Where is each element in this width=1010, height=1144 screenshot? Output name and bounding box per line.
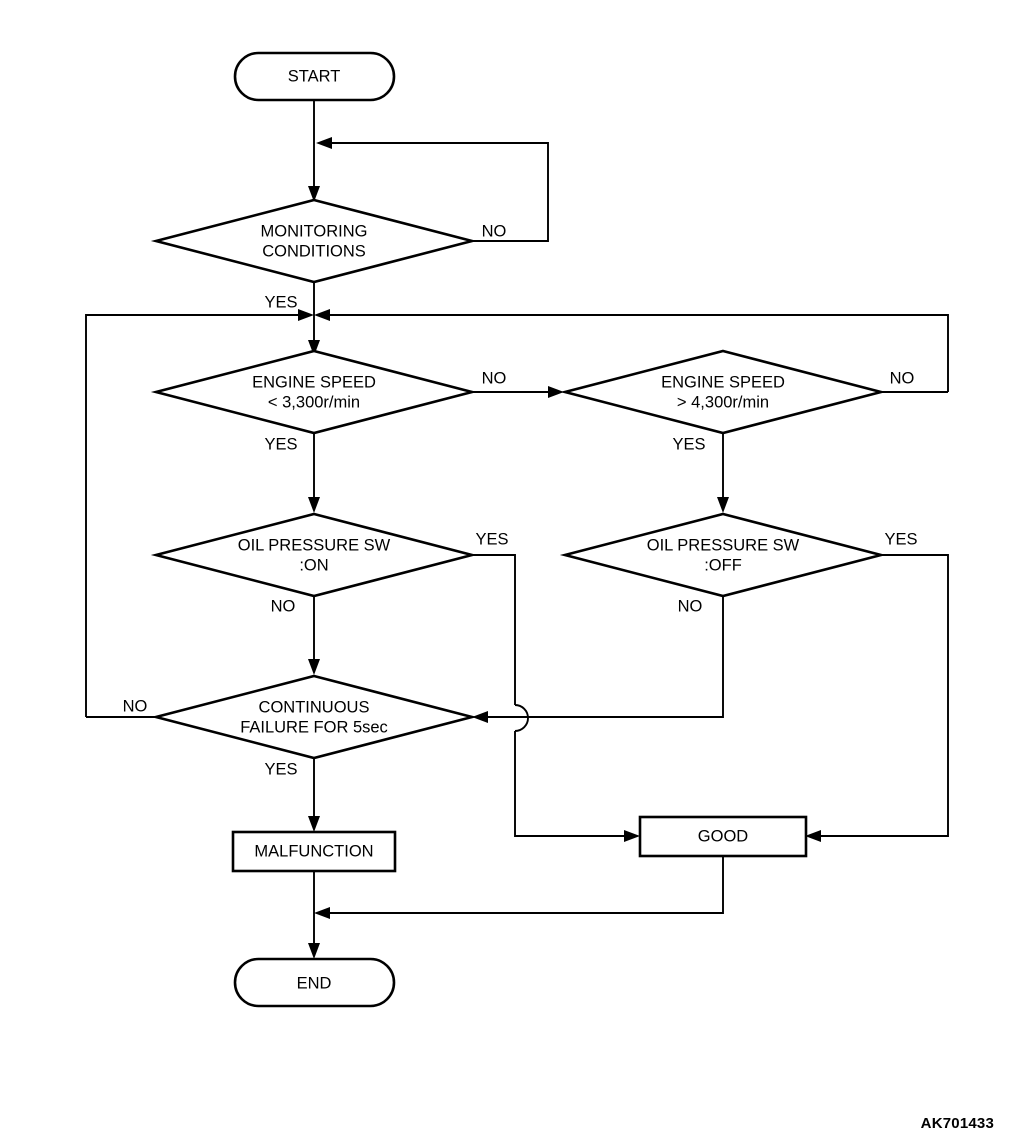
node-monitoring-conditions-label-line2: CONDITIONS xyxy=(262,242,366,260)
edge-label-swoff-yes: YES xyxy=(884,530,917,548)
node-good-label: GOOD xyxy=(698,827,749,845)
edge-label-speedhigh-yes: YES xyxy=(672,435,705,453)
arrowhead-speedlow-no xyxy=(548,386,564,398)
line-hop-swon-yes xyxy=(514,704,529,732)
node-engine-speed-high[interactable] xyxy=(559,349,887,435)
edge-label-swon-no: NO xyxy=(271,597,296,615)
node-continuous-failure[interactable] xyxy=(150,674,478,760)
node-engine-speed-low[interactable] xyxy=(150,349,478,435)
node-continuous-failure-label-line1: CONTINUOUS xyxy=(259,698,370,716)
node-oil-pressure-sw-off-label-line2: :OFF xyxy=(704,556,742,574)
node-malfunction[interactable] xyxy=(231,830,397,873)
edge-label-contfail-no: NO xyxy=(123,697,148,715)
edge-monitoring-no-loop xyxy=(322,142,549,242)
node-start-label: START xyxy=(288,67,341,85)
node-start[interactable] xyxy=(233,51,396,102)
node-good[interactable] xyxy=(638,815,808,858)
arrowhead-monitoring-no-loop xyxy=(316,137,332,149)
node-monitoring-conditions-label-line1: MONITORING xyxy=(261,222,368,240)
node-oil-pressure-sw-on-label-line2: :ON xyxy=(299,556,328,574)
node-continuous-failure-label-line2: FAILURE FOR 5sec xyxy=(240,718,388,736)
node-end[interactable] xyxy=(233,957,396,1008)
edge-label-speedlow-yes: YES xyxy=(264,435,297,453)
node-engine-speed-high-label-line1: ENGINE SPEED xyxy=(661,373,785,391)
edge-label-contfail-yes: YES xyxy=(264,760,297,778)
edge-label-swon-yes: YES xyxy=(475,530,508,548)
arrowhead-swon-no xyxy=(308,659,320,675)
node-end-label: END xyxy=(297,974,332,992)
edge-swoff-yes xyxy=(813,554,949,837)
edge-label-swoff-no: NO xyxy=(678,597,703,615)
node-engine-speed-low-label-line2: < 3,300r/min xyxy=(268,393,360,411)
edge-swoff-no xyxy=(480,596,724,718)
edge-label-speedlow-no: NO xyxy=(482,369,507,387)
edge-swon-yes-a xyxy=(472,554,516,705)
arrowhead-start-to-monitoring xyxy=(308,186,320,202)
node-engine-speed-low-label-line1: ENGINE SPEED xyxy=(252,373,376,391)
edge-label-monitoring-no: NO xyxy=(482,222,507,240)
arrowhead-good-to-end xyxy=(314,907,330,919)
edge-swon-yes-b xyxy=(514,731,632,837)
arrowhead-contfail-no-loop xyxy=(298,309,314,321)
edge-label-monitoring-yes: YES xyxy=(264,293,297,311)
node-engine-speed-high-label-line2: > 4,300r/min xyxy=(677,393,769,411)
arrowhead-monitoring-yes xyxy=(308,340,320,356)
arrowhead-malfunction-to-end xyxy=(308,943,320,959)
arrowhead-swoff-yes-to-good xyxy=(805,830,821,842)
arrowhead-speedlow-yes xyxy=(308,497,320,513)
node-oil-pressure-sw-on[interactable] xyxy=(150,512,478,598)
node-oil-pressure-sw-on-label-line1: OIL PRESSURE SW xyxy=(238,536,391,554)
node-monitoring-conditions[interactable] xyxy=(150,198,478,284)
arrowhead-swon-yes-to-good xyxy=(624,830,640,842)
arrowhead-swoff-no xyxy=(472,711,488,723)
arrowhead-contfail-yes xyxy=(308,816,320,832)
figure-code: AK701433 xyxy=(920,1115,994,1132)
edge-good-to-end xyxy=(322,855,724,914)
node-malfunction-label: MALFUNCTION xyxy=(254,842,373,860)
edge-contfail-no-loop xyxy=(85,314,306,717)
edge-speedhigh-no-loop xyxy=(322,314,949,392)
edge-label-speedhigh-no: NO xyxy=(890,369,915,387)
arrowhead-speedhigh-no-loop xyxy=(314,309,330,321)
arrowhead-speedhigh-yes xyxy=(717,497,729,513)
node-oil-pressure-sw-off[interactable] xyxy=(559,512,887,598)
node-oil-pressure-sw-off-label-line1: OIL PRESSURE SW xyxy=(647,536,800,554)
